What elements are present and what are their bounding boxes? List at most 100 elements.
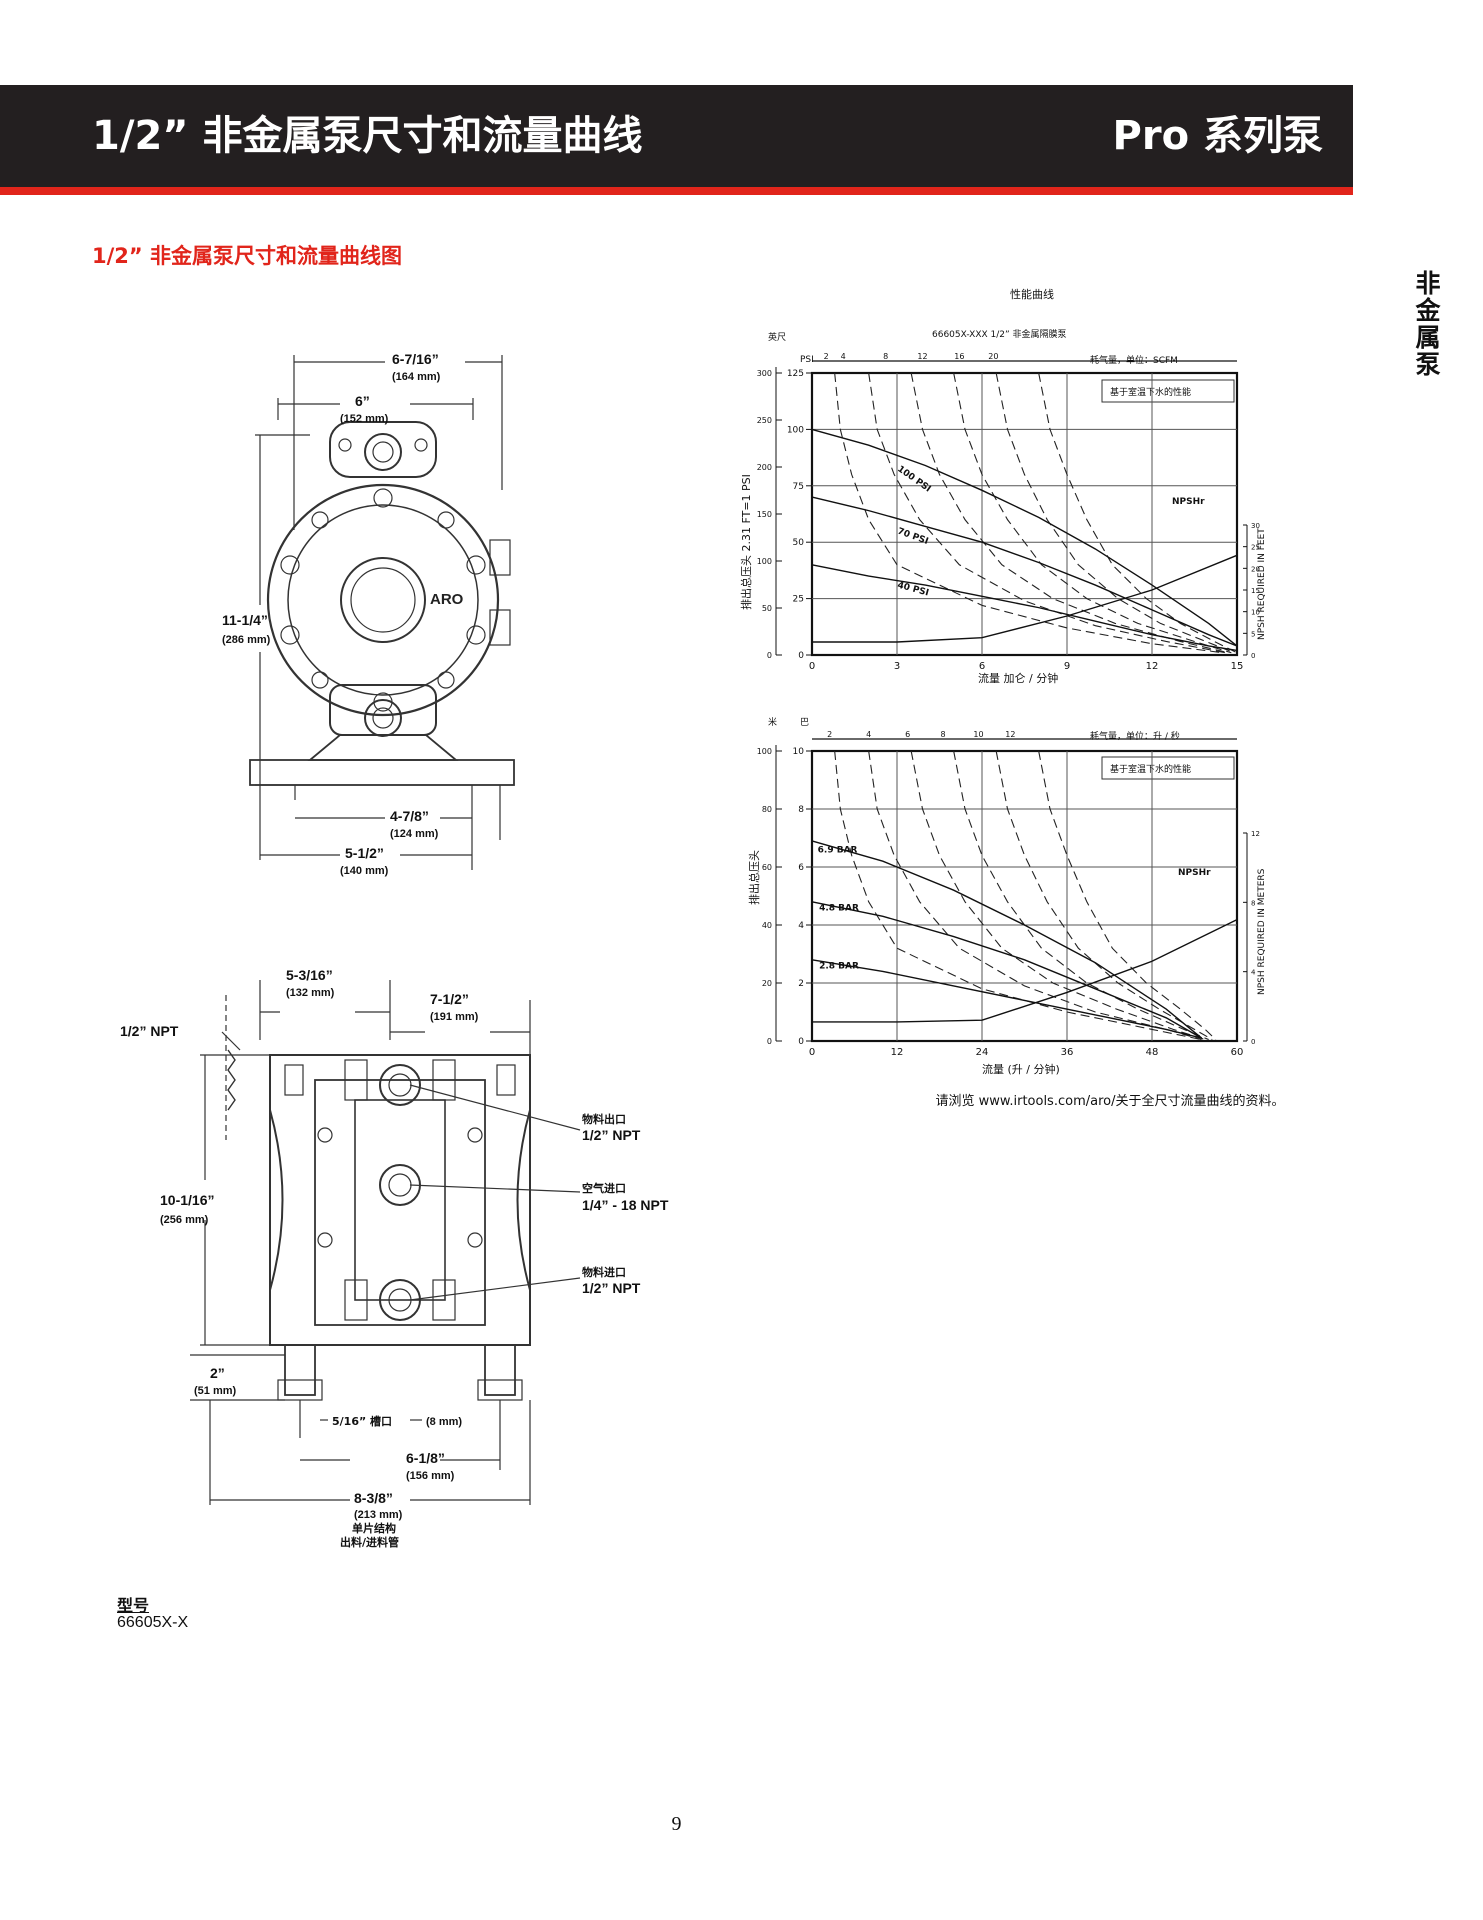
right-tick-label: 5 [1251,630,1255,638]
top-tick-label: 2 [827,730,832,739]
dim-top-outer-mm: (164 mm) [392,371,441,383]
series-title: Pro 系列泵 [1112,113,1323,159]
series-label: 6.9 BAR [818,846,858,856]
dim-top-outer: 6-7/16” [392,351,439,367]
right-tick-label: 10 [1251,609,1260,617]
right-tick-label: 20 [1251,565,1260,573]
dim-side-height: 10-1/16” [160,1192,214,1208]
inlet-label: 物料进口 [582,1265,626,1279]
right-tick-label: 0 [1251,652,1255,660]
air-consumption-curve [953,372,1232,654]
pressure-curve [811,959,1202,1039]
air-inlet-size: 1/4” - 18 NPT [582,1197,669,1213]
plot-frame [810,749,1239,1043]
dim-7-1-2-mm: (191 mm) [430,1011,479,1023]
performance-chart-metric: 耗气量，单位：升 / 秒 米 巴 排出总压头 NPSH REQUIRED IN … [747,716,1267,1076]
performance-chart-us: 性能曲线 66605X-XXX 1/2” 非金属隔膜泵 耗气量，单位：SCFM … [739,287,1267,685]
air-inlet-label: 空气进口 [582,1181,626,1195]
right-tick-label: 30 [1251,522,1260,530]
air-consumption-curve [995,372,1235,654]
x-tick-label: 36 [1061,1047,1074,1058]
npsh-label: NPSHr [1178,868,1211,878]
series-label: 4.8 BAR [819,904,859,914]
top-tick-label: 10 [973,730,983,739]
right-tick-label: 4 [1251,969,1256,977]
top-tick-label: 16 [954,352,964,361]
chart1-title: 性能曲线 [1010,287,1054,301]
top-tick-label: 8 [940,730,945,739]
dim-base-outer: 5-1/2” [345,845,384,861]
outer-tick-label: 20 [762,979,772,988]
air-consumption-curve [910,750,1206,1041]
air-consumption-curve [834,372,1223,654]
series-label: 100 PSI [895,464,932,494]
page-title: 1/2” 非金属泵尺寸和流量曲线 [92,113,643,159]
x-tick-label: 12 [1146,661,1159,672]
air-consumption-curve [910,372,1229,654]
x-tick-label: 60 [1231,1047,1244,1058]
air-consumption-curve [995,750,1213,1041]
pressure-curve [811,840,1203,1039]
chart1-y-unit-psi: PSI [800,355,814,365]
top-tick-label: 6 [905,730,910,739]
chart1-xlabel: 流量 加仑 / 分钟 [978,671,1058,685]
front-view-drawing: ARO 6-7/16” (164 mm) 6” (152 mm) 11-1/4”… [222,351,515,877]
plot-frame [810,371,1239,657]
air-consumption-curve [868,372,1226,654]
chart1-top-axis-label: 耗气量，单位：SCFM [1090,354,1178,366]
slot-mm: (8 mm) [426,1416,462,1428]
series-label: 2.8 BAR [819,962,859,972]
top-tick-label: 12 [1005,730,1015,739]
chart1-ylabel: 排出总压头 2.31 FT=1 PSI [739,474,753,610]
dim-8-3-8-mm: (213 mm) [354,1509,403,1521]
dim-2: 2” [210,1365,225,1381]
npsh-curve [812,919,1238,1023]
y-tick-label: 25 [793,595,804,605]
dim-8-3-8: 8-3/8” [354,1490,393,1506]
dim-top-inner-mm: (152 mm) [340,413,389,425]
note-line-2: 出料/进料管 [340,1535,399,1549]
chart1-note-box [1101,379,1235,403]
right-tick-label: 12 [1251,830,1260,838]
y-tick-label: 75 [793,482,804,492]
chart2-xlabel: 流量 (升 / 分钟) [982,1062,1060,1076]
y-tick-label: 0 [798,1037,804,1047]
top-tick-label: 4 [866,730,871,739]
outer-tick-label: 60 [762,863,772,872]
npt-label: 1/2” NPT [120,1023,179,1039]
outer-tick-label: 150 [757,510,772,519]
y-tick-label: 50 [793,538,805,548]
outer-tick-label: 40 [762,921,772,930]
dim-5-3-16: 5-3/16” [286,967,333,983]
outer-tick-label: 80 [762,805,772,814]
dim-base-inner-mm: (124 mm) [390,828,439,840]
right-tick-label: 25 [1251,544,1260,552]
outer-tick-label: 50 [762,604,772,613]
header-accent-stripe [0,187,1353,195]
dim-base-inner: 4-7/8” [390,808,429,824]
air-consumption-curve [868,750,1202,1041]
series-label: 70 PSI [896,527,930,547]
outer-tick-label: 100 [757,747,772,756]
dim-2-mm: (51 mm) [194,1385,237,1397]
chart2-top-axis-label: 耗气量，单位：升 / 秒 [1090,730,1180,742]
dim-side-height-mm: (256 mm) [160,1214,209,1226]
outlet-size: 1/2” NPT [582,1127,641,1143]
outer-tick-label: 100 [757,557,772,566]
pressure-curve [811,901,1202,1039]
x-tick-label: 0 [809,1047,815,1058]
y-tick-label: 100 [787,425,804,435]
x-tick-label: 6 [979,661,985,672]
npsh-curve [812,554,1238,643]
chart2-right-label: NPSH REQUIRED IN METERS [1257,868,1267,995]
see-also-note: 请浏览 www.irtools.com/aro/关于全尺寸流量曲线的资料。 [935,1094,1285,1109]
top-tick-label: 2 [824,352,829,361]
outer-tick-label: 0 [767,1037,772,1046]
chart2-note-box [1101,756,1235,780]
right-tick-label: 15 [1251,587,1260,595]
air-consumption-curve [953,750,1209,1041]
outer-tick-label: 200 [757,463,772,472]
chart2-note: 基于室温下水的性能 [1110,763,1191,775]
x-tick-label: 0 [809,661,815,672]
brand-logo: ARO [430,591,464,608]
